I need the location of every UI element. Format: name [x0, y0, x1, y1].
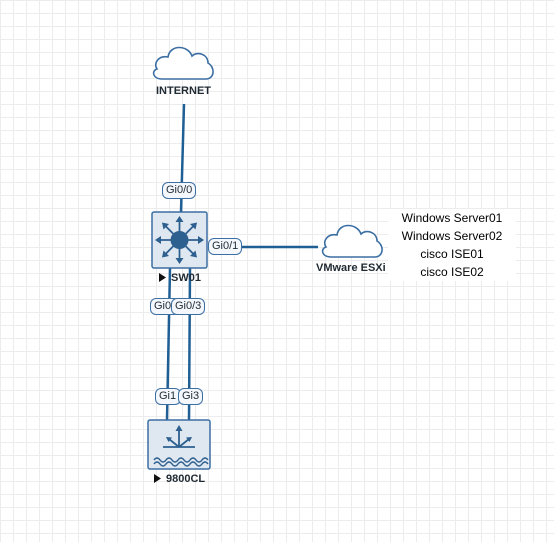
wlc-label: 9800CL	[166, 473, 206, 485]
sw01-play-icon[interactable]	[159, 273, 166, 282]
wlc-wireless-controller-icon[interactable]	[147, 419, 211, 470]
annotation-line: cisco ISE02	[420, 265, 484, 279]
internet-cloud-icon[interactable]	[152, 46, 214, 80]
annotation-line: Windows Server02	[401, 229, 503, 243]
vmware-label: VMware ESXi	[316, 262, 386, 274]
vm-list-annotation[interactable]: Windows Server01 Windows Server02 cisco …	[388, 209, 516, 281]
annotation-line: cisco ISE01	[420, 247, 484, 261]
port-label-sw01-gi0-3[interactable]: Gi0/3	[171, 298, 206, 315]
wlc-play-icon[interactable]	[154, 474, 161, 483]
sw01-switch-icon[interactable]	[151, 211, 208, 269]
port-label-sw01-gi0-0[interactable]: Gi0/0	[162, 182, 197, 199]
sw01-label: SW01	[171, 272, 201, 284]
port-label-sw01-gi0-1[interactable]: Gi0/1	[208, 238, 243, 255]
port-label-wlc-gi3[interactable]: Gi3	[178, 388, 204, 405]
vmware-cloud-icon[interactable]	[321, 224, 383, 258]
internet-label: INTERNET	[156, 85, 211, 97]
annotation-line: Windows Server01	[401, 211, 503, 225]
